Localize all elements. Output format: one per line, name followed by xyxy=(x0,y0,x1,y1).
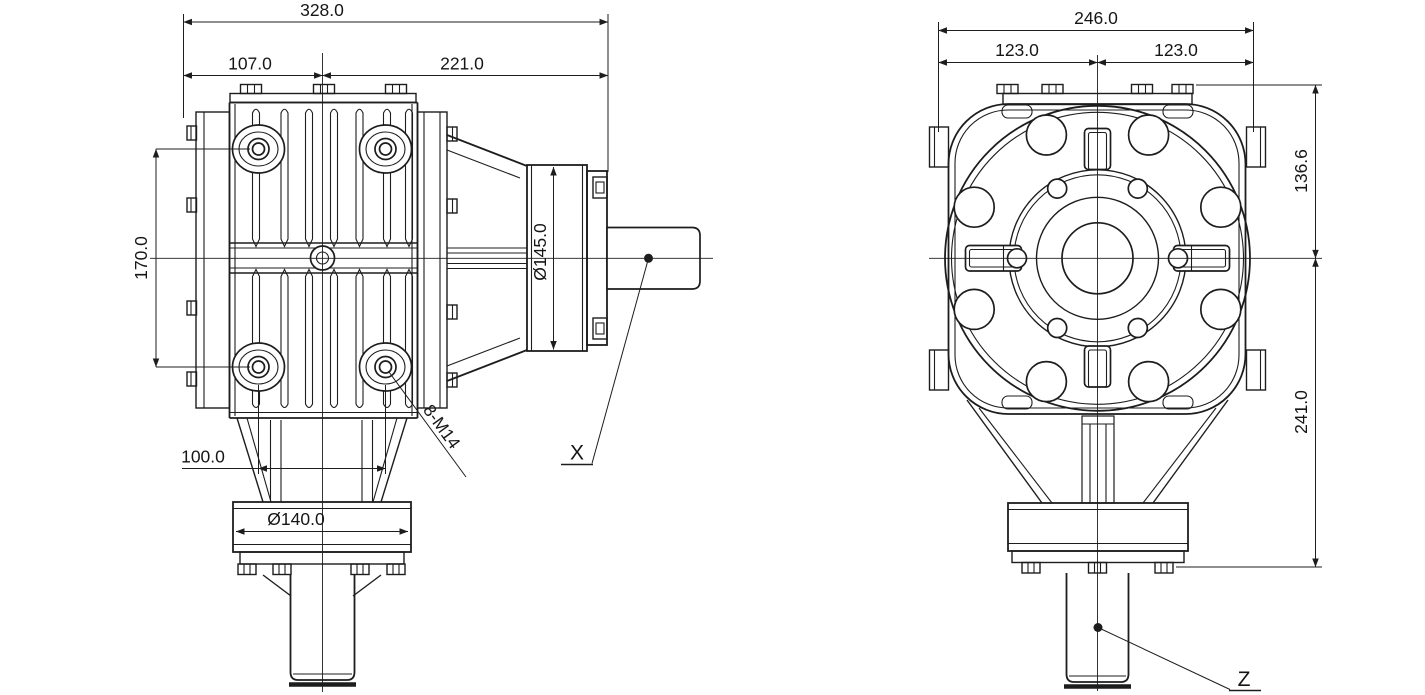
input-bell-housing xyxy=(416,111,528,409)
side-view: 328.0 107.0 221.0 170.0 100.0 Ø140.0 Ø14… xyxy=(131,0,713,692)
input-shaft-label: X xyxy=(570,442,584,465)
output-flange-plate xyxy=(239,551,405,565)
side-tab xyxy=(1245,126,1267,168)
dim-overall-width-side: 328.0 xyxy=(300,0,344,20)
bottom-flange-and-shaft xyxy=(1007,502,1189,689)
corner-lug xyxy=(1001,395,1033,410)
dim-bolt-spacing-horizontal: 100.0 xyxy=(181,447,225,467)
outer-bolt-holes xyxy=(953,114,1242,403)
dim-front-segment: 107.0 xyxy=(228,54,272,74)
corner-lug xyxy=(1162,395,1194,410)
corner-lug xyxy=(1162,104,1194,119)
dim-input-flange-diameter: Ø145.0 xyxy=(530,223,550,281)
front-housing xyxy=(928,103,1267,415)
bottom-cone xyxy=(966,399,1229,504)
dim-top-to-axis: 136.6 xyxy=(1291,149,1311,193)
side-tab xyxy=(928,349,950,391)
output-flange-and-shaft xyxy=(232,417,412,687)
top-mounting-plate xyxy=(229,92,417,104)
side-tab xyxy=(928,126,950,168)
dim-overall-width-front: 246.0 xyxy=(1074,8,1118,28)
end-cap-bolt-bottom xyxy=(592,317,608,340)
dim-right-half: 123.0 xyxy=(1154,40,1198,60)
top-bolts xyxy=(239,83,408,95)
z-axis-leader xyxy=(1097,627,1231,690)
shaft-column xyxy=(1081,415,1115,504)
side-tab xyxy=(1245,349,1267,391)
thread-callout-leader xyxy=(388,371,467,478)
left-cover-plate xyxy=(186,111,231,409)
output-shaft-label: Z xyxy=(1238,668,1251,691)
dim-bolt-spacing-vertical: 170.0 xyxy=(131,236,151,280)
dim-output-flange-diameter: Ø140.0 xyxy=(267,509,325,529)
dimensions-side-view: 328.0 107.0 221.0 170.0 100.0 Ø140.0 Ø14… xyxy=(131,0,649,535)
x-axis-leader xyxy=(591,258,649,464)
dim-left-half: 123.0 xyxy=(995,40,1039,60)
bottom-flange-plate xyxy=(1011,550,1185,564)
dim-rear-segment: 221.0 xyxy=(440,54,484,74)
corner-lug xyxy=(1001,104,1033,119)
end-cap-bolt-top xyxy=(592,176,608,199)
dim-axis-to-mount-face: 241.0 xyxy=(1291,390,1311,434)
front-view: 246.0 123.0 123.0 136.6 241.0 Z xyxy=(928,8,1322,692)
top-bolts-front xyxy=(996,83,1194,95)
dimensions-front-view: 246.0 123.0 123.0 136.6 241.0 Z xyxy=(938,8,1322,692)
